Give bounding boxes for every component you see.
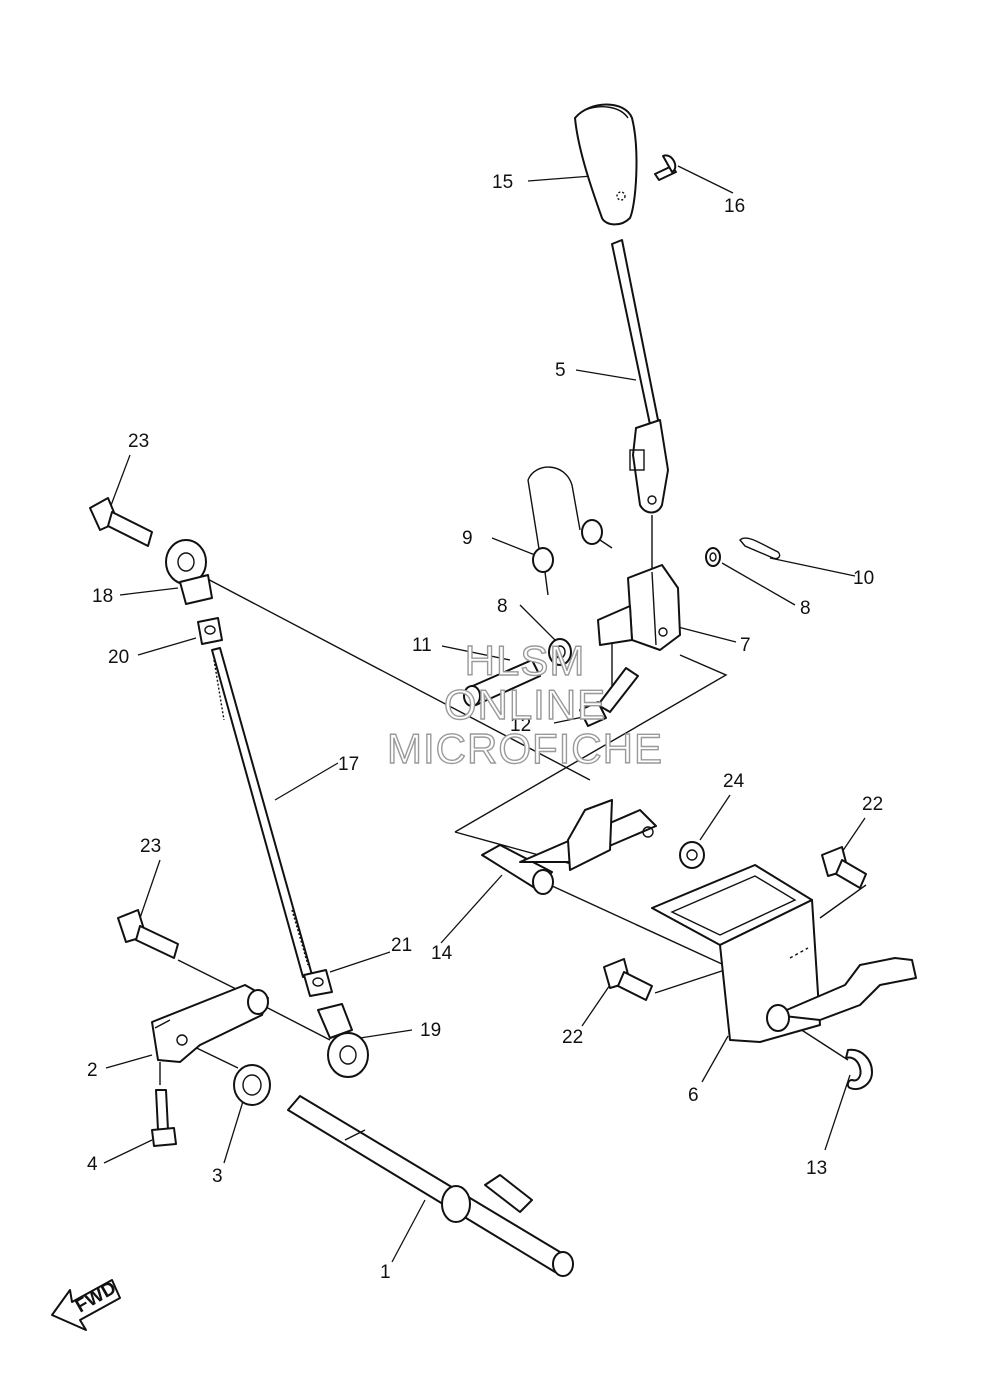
callout-22-lower: 22: [562, 1027, 583, 1048]
part-18-ball-joint: [165, 539, 213, 605]
callout-9: 9: [462, 528, 473, 549]
part-23-bolt-lower: [117, 909, 179, 959]
part-20-nut: [197, 617, 223, 645]
part-24-nut: [679, 841, 705, 869]
callout-18: 18: [92, 586, 113, 607]
part-8-washer-lower: [548, 638, 572, 666]
callout-5: 5: [555, 360, 566, 381]
part-19-ball-joint: [317, 1003, 369, 1078]
part-7-bracket: [597, 564, 681, 651]
callout-6: 6: [688, 1085, 699, 1106]
callout-13: 13: [806, 1158, 827, 1179]
callout-3: 3: [212, 1166, 223, 1187]
callout-23-lower: 23: [140, 836, 161, 857]
callout-21: 21: [391, 935, 412, 956]
fwd-arrow-icon: FWD: [51, 1278, 121, 1331]
callout-8-left: 8: [497, 596, 508, 617]
callout-15: 15: [492, 172, 513, 193]
part-5-shift-lever: [611, 239, 669, 514]
callout-23-upper: 23: [128, 431, 149, 452]
part-22-bolt-upper: [821, 846, 867, 889]
part-11-pin: [463, 659, 541, 707]
watermark-line-3: MICROFICHE: [386, 725, 663, 772]
part-2-lever: [151, 984, 269, 1063]
callout-14: 14: [431, 943, 453, 964]
callout-16: 16: [724, 196, 745, 217]
part-3-seal: [233, 1064, 271, 1106]
part-9-spring: [527, 466, 613, 596]
part-23-bolt-upper: [89, 497, 153, 547]
part-22-bolt-lower: [603, 958, 653, 1001]
watermark-line-1: HLSM: [464, 637, 586, 684]
callout-11: 11: [412, 635, 432, 656]
assembly-lines: [159, 515, 867, 1085]
part-15-knob: [574, 103, 638, 226]
callout-4: 4: [87, 1154, 98, 1175]
part-17-rod: [211, 647, 313, 978]
callout-7: 7: [740, 635, 751, 656]
callout-12: 12: [510, 715, 531, 736]
part-21-nut: [303, 969, 333, 997]
part-8-washer-upper: [705, 547, 721, 567]
part-6-housing-bracket: [651, 864, 917, 1043]
callout-24: 24: [723, 771, 745, 792]
callout-22-upper: 22: [862, 794, 883, 815]
callout-19: 19: [420, 1020, 441, 1041]
callout-17: 17: [338, 754, 359, 775]
callout-labels: 15 16 5 9 10 8 8 7 11 12 23 18 20 17 24 …: [87, 172, 883, 1283]
callout-10: 10: [853, 568, 874, 589]
part-10-cotter-pin: [739, 537, 781, 560]
callout-20: 20: [108, 647, 129, 668]
watermark: HLSM ONLINE MICROFICHE: [360, 637, 690, 772]
part-16-screw: [654, 154, 677, 181]
watermark-line-2: ONLINE: [443, 681, 607, 728]
callout-2: 2: [87, 1060, 98, 1081]
callout-1: 1: [380, 1262, 391, 1283]
part-4-bolt: [151, 1089, 177, 1147]
part-14-shift-arm: [481, 799, 657, 895]
part-1-shaft: [287, 1095, 574, 1277]
callout-8-right: 8: [800, 598, 811, 619]
part-12-bolt: [579, 667, 639, 727]
part-13-circlip: [845, 1048, 873, 1090]
leader-lines: [103, 165, 866, 1263]
